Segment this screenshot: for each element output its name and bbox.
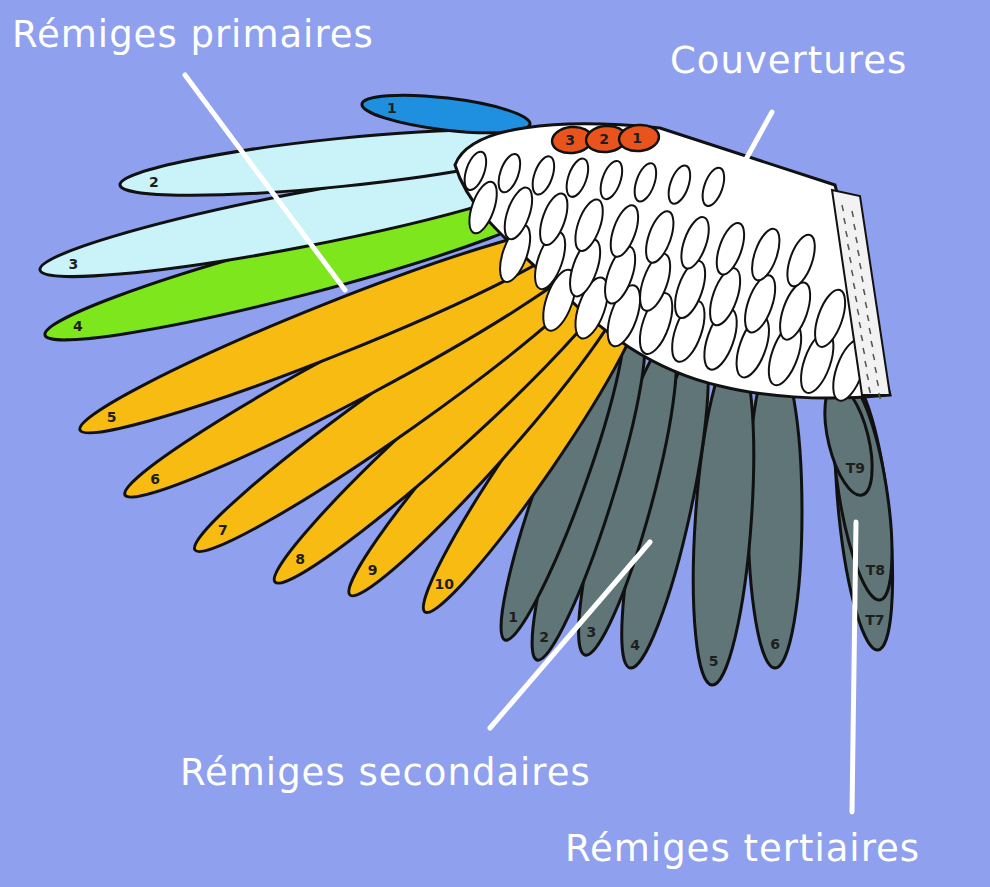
edge-mark [842, 205, 844, 211]
alula-feather [618, 123, 660, 153]
callout-number: 1 [508, 610, 518, 624]
edge-mark [854, 224, 856, 230]
callout-number: 2 [149, 175, 159, 189]
leader-line [490, 542, 650, 728]
covert-feather [570, 196, 609, 254]
covert-feather [460, 149, 490, 193]
callout-number: 9 [368, 563, 378, 577]
callout-number: 6 [770, 637, 780, 651]
callout-number: 8 [295, 552, 305, 566]
callout-number: 1 [632, 131, 642, 145]
covert-feather [676, 214, 715, 272]
edge-mark [869, 328, 871, 334]
wing-edge-marks [842, 205, 880, 399]
edge-mark [865, 302, 867, 308]
flight-feathers [35, 88, 904, 687]
edge-mark [857, 309, 859, 315]
covert-feather [698, 165, 728, 209]
edge-mark [863, 289, 865, 295]
callout-number: 7 [218, 523, 228, 537]
covert-feather [746, 225, 785, 283]
leader-lines [185, 75, 856, 812]
edge-mark [871, 341, 873, 347]
flight-feather [748, 355, 802, 668]
covert-feather [809, 286, 851, 351]
edge-mark [850, 257, 852, 263]
edge-mark [848, 244, 850, 250]
callout-number: T8 [866, 563, 885, 577]
edge-mark [873, 354, 875, 360]
covert-feather [494, 151, 524, 195]
edge-mark [844, 218, 846, 224]
covert-feather [640, 208, 679, 266]
covert-feather [739, 272, 781, 337]
edge-mark [863, 348, 865, 354]
edge-mark [879, 393, 881, 399]
edge-mark [877, 380, 879, 386]
part-name: Rémiges secondaires [180, 752, 591, 795]
covert-feathers [460, 149, 872, 405]
leader-line [852, 522, 856, 812]
callout-number: T7 [865, 613, 884, 627]
edge-mark [852, 270, 854, 276]
callout-number: 2 [599, 132, 609, 146]
callout-number: 3 [69, 257, 79, 271]
covert-feather [528, 154, 558, 198]
covert-area [455, 124, 890, 398]
covert-feather [605, 202, 644, 260]
wing-edge [832, 190, 890, 395]
edge-mark [852, 211, 854, 217]
edge-mark [858, 250, 860, 256]
covert-feather [596, 158, 626, 202]
covert-feather [774, 279, 816, 344]
callout-number: 4 [630, 638, 640, 652]
callout-number: 3 [586, 625, 596, 639]
edge-mark [860, 263, 862, 269]
edge-mark [855, 296, 857, 302]
leader-line [185, 75, 345, 290]
edge-mark [859, 322, 861, 328]
part-name: Rémiges primaires [12, 14, 374, 57]
callout-number: 6 [150, 472, 160, 486]
covert-feather [534, 190, 573, 248]
edge-mark [867, 315, 869, 321]
part-name: Couvertures [670, 40, 907, 83]
callout-number: 5 [709, 654, 719, 668]
covert-feather [664, 163, 694, 207]
callout-number: 2 [539, 630, 549, 644]
callout-number: 5 [107, 410, 117, 424]
edge-mark [856, 237, 858, 243]
alula-feathers [551, 123, 660, 155]
covert-feather [711, 220, 750, 278]
edge-mark [865, 361, 867, 367]
edge-mark [869, 387, 871, 393]
edge-mark [846, 231, 848, 237]
covert-feather [562, 156, 592, 200]
covert-feather [630, 160, 660, 204]
callout-number: 1 [387, 101, 397, 115]
leader-line [728, 112, 772, 192]
edge-mark [862, 276, 864, 282]
edge-mark [861, 335, 863, 341]
edge-mark [875, 367, 877, 373]
covert-feather [782, 231, 821, 289]
edge-mark [853, 283, 855, 289]
callout-number: 10 [435, 577, 454, 591]
callout-number: 4 [73, 319, 83, 333]
edge-mark [867, 374, 869, 380]
part-name: Rémiges tertiaires [565, 828, 920, 871]
callout-number: 3 [565, 133, 575, 147]
callout-number: T9 [846, 461, 865, 475]
